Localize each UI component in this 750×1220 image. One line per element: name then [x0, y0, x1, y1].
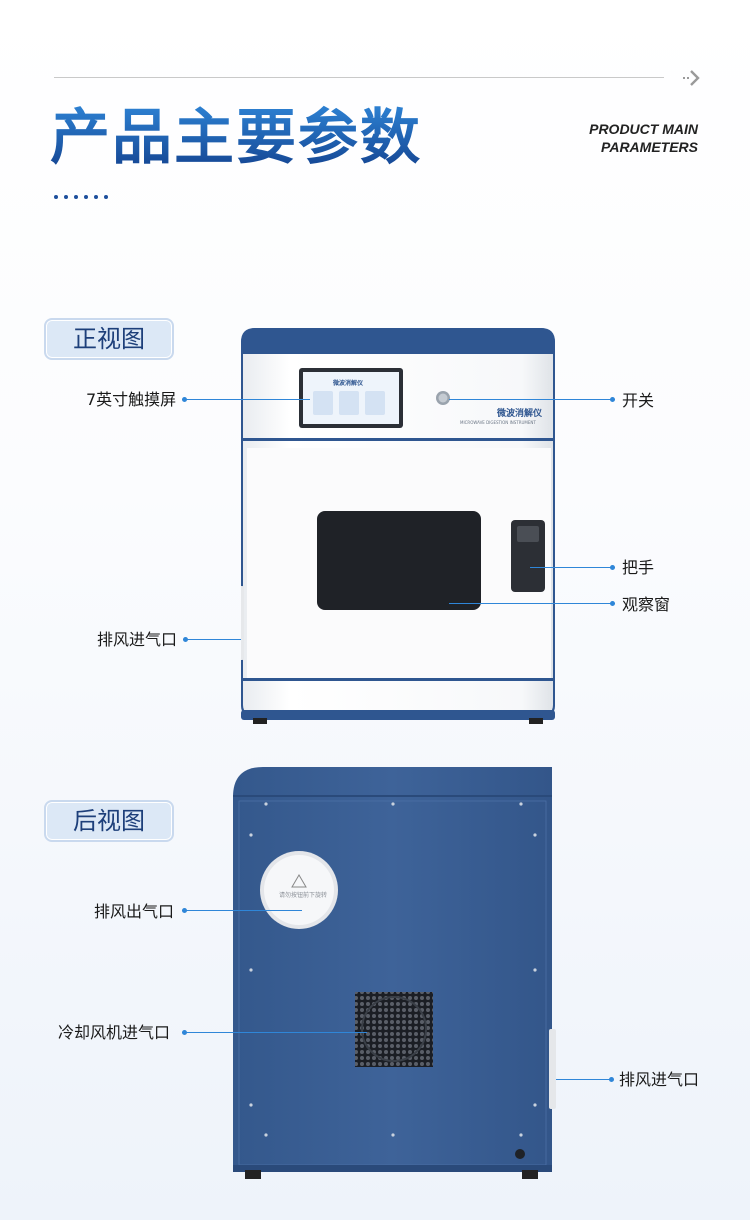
- callout-dot: [610, 565, 615, 570]
- callout-touchscreen: 7英寸触摸屏: [86, 390, 177, 409]
- subtitle-line-1: PRODUCT MAIN: [589, 121, 698, 137]
- callout-dot: [610, 397, 615, 402]
- callout-dot: [182, 908, 187, 913]
- callout-dot: [182, 397, 187, 402]
- callout-exhaust-inlet-back: 排风进气口: [619, 1070, 700, 1089]
- callout-line: [556, 1079, 613, 1080]
- callout-line: [449, 603, 615, 604]
- brand-name: 微波消解仪: [497, 409, 543, 419]
- chevron-right-icon: [680, 66, 706, 90]
- back-device-image: [233, 767, 556, 1179]
- callout-exhaust-outlet: 排风出气口: [94, 902, 175, 921]
- decorative-dots: [54, 195, 108, 199]
- page-title: 产品主要参数: [50, 100, 422, 176]
- front-view-badge: 正视图: [44, 318, 174, 360]
- page-subtitle: PRODUCT MAIN PARAMETERS: [589, 120, 698, 156]
- header-divider: [54, 77, 664, 78]
- callout-switch: 开关: [622, 391, 655, 410]
- front-device-image: [241, 328, 555, 724]
- vent-warning-text: 请勿按钮前下旋转: [278, 892, 327, 899]
- callout-dot: [610, 601, 615, 606]
- callout-dot: [609, 1077, 614, 1082]
- back-view-badge: 后视图: [44, 800, 174, 842]
- callout-line: [183, 639, 241, 640]
- screen-title: 微波消解仪: [333, 380, 364, 387]
- callout-dot: [183, 637, 188, 642]
- callout-fan-inlet: 冷却风机进气口: [58, 1023, 171, 1042]
- callout-line: [530, 567, 615, 568]
- callout-line: [182, 910, 302, 911]
- subtitle-line-2: PARAMETERS: [601, 139, 698, 155]
- callout-window: 观察窗: [622, 595, 671, 614]
- callout-line: [182, 1032, 367, 1033]
- callout-dot: [182, 1030, 187, 1035]
- callout-exhaust-inlet-front: 排风进气口: [97, 630, 178, 649]
- callout-handle: 把手: [622, 558, 655, 577]
- callout-line: [449, 399, 615, 400]
- brand-english: MICROWAVE DIGESTION INSTRUMENT: [460, 420, 536, 425]
- callout-line: [182, 399, 310, 400]
